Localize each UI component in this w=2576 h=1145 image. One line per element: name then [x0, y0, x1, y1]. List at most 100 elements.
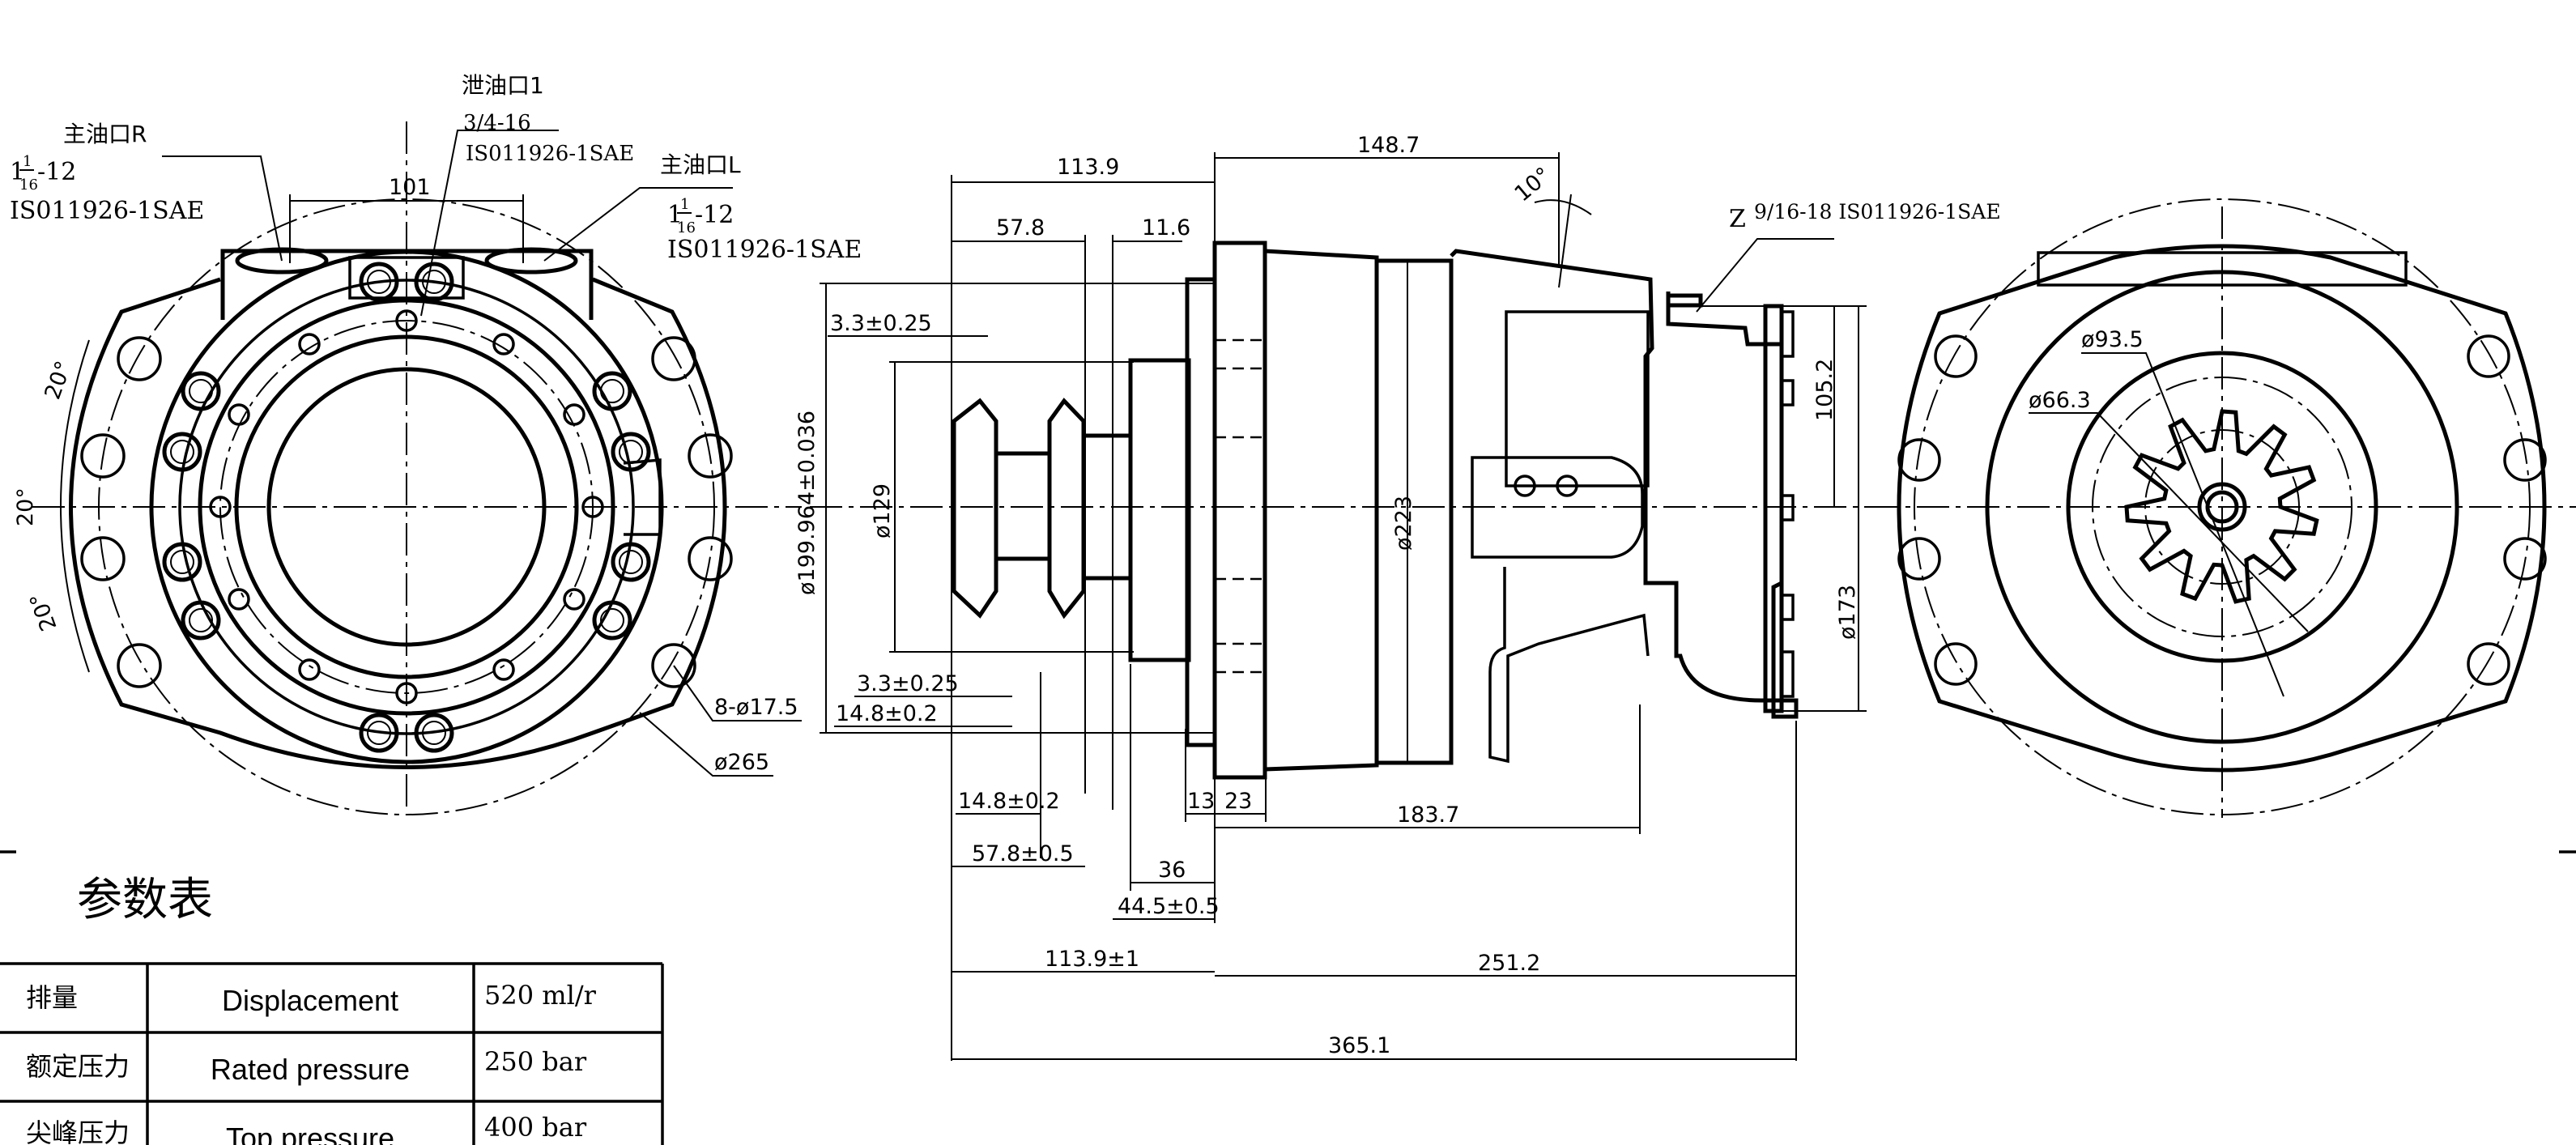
- row-en: Displacement: [222, 984, 398, 1017]
- bolt-circle-265: [98, 198, 715, 815]
- port-lug: [1471, 456, 1644, 559]
- drain-port-leader: [420, 130, 559, 317]
- small-screws: [209, 309, 604, 704]
- pilot-boss: [1128, 358, 1191, 662]
- table-row: 尖峰压力 Top pressure 400 bar: [26, 1112, 587, 1145]
- port-r-standard: IS011926-1SAE: [10, 197, 204, 225]
- flange-outline: [69, 277, 727, 769]
- dim-105-2-label: 105.2: [1812, 359, 1837, 421]
- z-port-plug: [1666, 293, 1703, 308]
- rear-top-boss: [2037, 251, 2408, 287]
- dim-3-3-bottom-label: 3.3±0.25: [857, 671, 959, 696]
- spline-pitch-circle: [2144, 429, 2300, 585]
- mounting-holes: [80, 336, 733, 688]
- dim-223-label: ø223: [1391, 496, 1416, 551]
- drain-port-thread: 3/4-16: [463, 111, 531, 135]
- row-value: 250 bar: [484, 1046, 587, 1077]
- dim-173-label: ø173: [1835, 585, 1860, 640]
- dim-36-label: 36: [1158, 858, 1186, 883]
- output-spline: [952, 398, 1130, 619]
- dim-183-7-label: 183.7: [1397, 802, 1459, 828]
- mounting-hole: [651, 336, 696, 381]
- mounting-hole: [80, 536, 126, 581]
- mounting-hole: [688, 536, 733, 581]
- side-view: 113.9 148.7 57.8 11.6 10° Z 9/16-18 IS01…: [794, 133, 2001, 1061]
- mounting-hole: [80, 433, 126, 479]
- lug-hole: [1514, 475, 1536, 497]
- lower-housing: [1488, 567, 1650, 764]
- angle-label: 20°: [13, 487, 38, 526]
- lug-hole: [1556, 475, 1578, 497]
- valve-body: [1450, 249, 1799, 719]
- dim-57-8-label: 57.8: [996, 215, 1045, 240]
- port-r: [235, 247, 329, 275]
- rear-inner-circle: [2066, 351, 2378, 663]
- z-port-leader: [1696, 238, 1834, 313]
- rear-view: ø93.5 ø66.3: [1867, 198, 2576, 818]
- dim-365-1-label: 365.1: [1328, 1033, 1390, 1058]
- row-zh: 排量: [26, 982, 78, 1013]
- mounting-hole: [688, 433, 733, 479]
- drain-port-block: [348, 256, 465, 300]
- dim-11-6-label: 11.6: [1142, 215, 1190, 240]
- rear-cover-bolts: [1780, 310, 1795, 698]
- angle-10-arc: [1534, 199, 1592, 215]
- port-l-thread-den: 16: [677, 219, 696, 236]
- port-r-thread-den: 16: [19, 177, 38, 194]
- port-r-thread-num: 1: [23, 153, 32, 170]
- mounting-hole: [651, 643, 696, 688]
- valve-cavity: [1505, 310, 1650, 487]
- dim-13-label: 13: [1187, 789, 1215, 814]
- ring-circle: [178, 279, 635, 735]
- rear-mounting-holes: [1897, 334, 2547, 686]
- port-r-leader: [162, 155, 283, 262]
- rear-bolt-circle: [1914, 198, 2531, 815]
- port-spacing-label: 101: [389, 175, 431, 200]
- rear-flange-outline: [1897, 244, 2547, 773]
- shaft-center-outer: [2197, 482, 2247, 532]
- angle-arc: [60, 339, 90, 673]
- dim-14-8-left-label: 14.8±0.2: [836, 701, 938, 726]
- port-l: [484, 247, 578, 275]
- dim-57-8-bottom-label: 57.8±0.5: [972, 841, 1074, 866]
- angle-label: 20°: [25, 590, 62, 635]
- port-l-thread-num: 1: [680, 196, 689, 213]
- bore-outer-circle: [234, 334, 579, 679]
- table-row: 额定压力 Rated pressure 250 bar: [26, 1046, 587, 1086]
- dim-93-5-label: ø93.5: [2081, 327, 2144, 352]
- mounting-hole: [117, 336, 162, 381]
- dim-66-3-label: ø66.3: [2029, 388, 2091, 413]
- bolt-circle-label: ø265: [714, 750, 769, 775]
- port-r-thread-whole: 1: [10, 158, 25, 186]
- dim-14-8-bottom-label: 14.8±0.2: [958, 789, 1060, 814]
- side-boss: [623, 458, 662, 536]
- row-value: 400 bar: [484, 1112, 587, 1143]
- bolt-holes-label: 8-ø17.5: [714, 695, 798, 720]
- main-flange: [1212, 240, 1267, 780]
- port-l-label: 主油口L: [660, 151, 741, 178]
- dim-44-5-label: 44.5±0.5: [1118, 894, 1220, 919]
- hidden-bolt-lines: [1215, 338, 1263, 674]
- row-value: 520 ml/r: [484, 980, 597, 1011]
- parameter-table: 参数表 排量 Displacement 520 ml/r 额定压力 Rated …: [0, 874, 664, 1145]
- ring-circle-inner: [198, 298, 615, 716]
- port-r-thread-pitch: -12: [37, 158, 76, 186]
- housing-ring: [1374, 258, 1454, 765]
- bolt-holes-leader: [673, 665, 802, 721]
- port-r-label: 主油口R: [63, 121, 147, 147]
- mounting-flange: [1185, 277, 1217, 747]
- dim-129-label: ø129: [870, 483, 895, 538]
- rear-pitch-circle: [2092, 377, 2352, 637]
- dim-93-5-leader: [2081, 352, 2284, 697]
- table-row: 排量 Displacement 520 ml/r: [26, 980, 597, 1017]
- row-en: Top pressure: [226, 1122, 394, 1145]
- mounting-hole: [117, 643, 162, 688]
- port-l-thread-pitch: -12: [695, 201, 734, 229]
- dim-113-9-label: 113.9: [1057, 155, 1119, 180]
- front-view: 主油口R 1 1 16 -12 IS011926-1SAE 泄油口1 3/4-1…: [10, 72, 862, 815]
- dim-3-3-top-label: 3.3±0.25: [830, 311, 932, 336]
- angle-label: 20°: [40, 358, 76, 403]
- z-port-spec: 9/16-18 IS011926-1SAE: [1754, 200, 2001, 223]
- dim-251-2-label: 251.2: [1478, 951, 1540, 976]
